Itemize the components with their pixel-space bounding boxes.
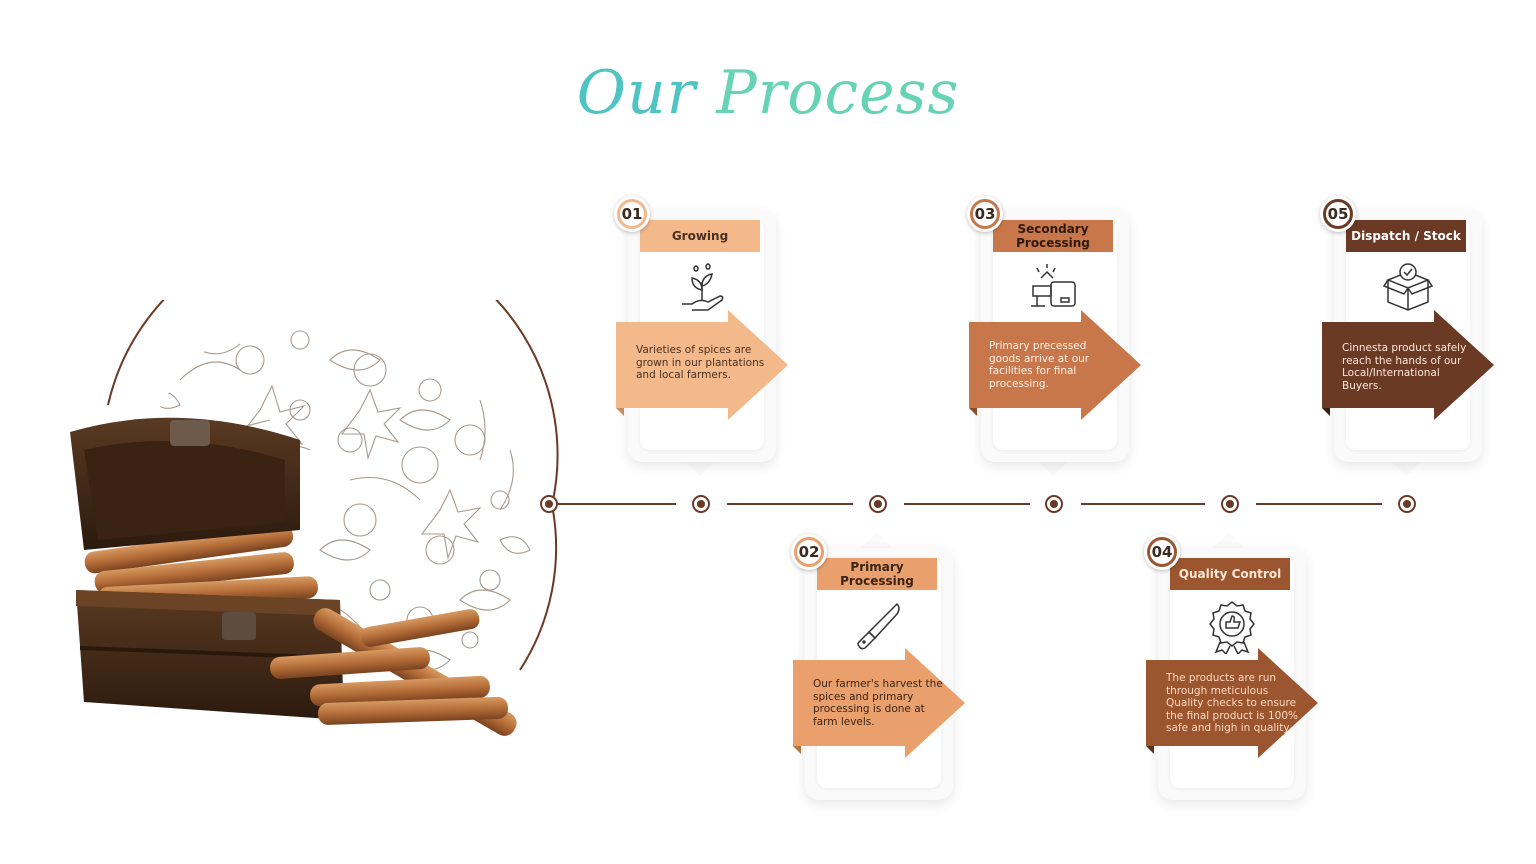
step-number: 02 bbox=[798, 543, 820, 561]
timeline-segment-5 bbox=[1256, 503, 1382, 505]
description-arrow bbox=[616, 310, 788, 420]
description-arrow bbox=[793, 648, 965, 758]
step-number-badge: 04 bbox=[1144, 534, 1180, 570]
step-number: 05 bbox=[1327, 205, 1349, 223]
timeline-segment-1 bbox=[558, 503, 676, 505]
process-step-card-2: Primary Processing 02 Our farmer's harve… bbox=[791, 534, 965, 800]
step-description: Varieties of spices are grown in our pla… bbox=[636, 344, 765, 381]
plant-in-hand-icon bbox=[682, 263, 724, 311]
card-pointer-5 bbox=[1390, 460, 1422, 476]
quality-badge-icon bbox=[1209, 601, 1255, 654]
card-pointer-2 bbox=[861, 532, 893, 548]
step-number: 01 bbox=[621, 205, 643, 223]
step-number-badge: 05 bbox=[1320, 196, 1356, 232]
card-pointer-3 bbox=[1037, 460, 1069, 476]
spice-chest-illustration bbox=[70, 300, 559, 736]
step-number: 03 bbox=[974, 205, 996, 223]
timeline-node-5 bbox=[1398, 495, 1416, 513]
card-pointer-4 bbox=[1213, 532, 1245, 548]
step-description: Our farmer's harvest the spices and prim… bbox=[813, 678, 943, 728]
timeline-node-4 bbox=[1221, 495, 1239, 513]
step-description: Primary precessed goods arrive at our fa… bbox=[989, 340, 1090, 390]
description-arrow bbox=[969, 310, 1141, 420]
card-pointer-1 bbox=[684, 460, 716, 476]
step-title: Secondary Processing bbox=[993, 220, 1113, 252]
step-number: 04 bbox=[1151, 543, 1173, 561]
page-title: Our Process bbox=[0, 58, 1536, 128]
step-title: Dispatch / Stock bbox=[1346, 220, 1466, 252]
process-step-card-4: Quality Control 04 The products are run … bbox=[1144, 534, 1318, 800]
step-title: Growing bbox=[640, 220, 760, 252]
process-step-card-1: Growing 01 Varieties of spices are grown… bbox=[614, 196, 788, 462]
process-step-card-3: Secondary Processing 03 Primary precesse… bbox=[967, 196, 1141, 462]
package-box-icon bbox=[1382, 263, 1434, 311]
step-description: Cinnesta product safely reach the hands … bbox=[1342, 342, 1467, 392]
description-arrow bbox=[1146, 648, 1318, 758]
description-arrow bbox=[1322, 310, 1494, 420]
timeline-segment-2 bbox=[727, 503, 853, 505]
process-step-card-5: Dispatch / Stock 05 Cinnesta product saf… bbox=[1320, 196, 1494, 462]
knife-icon bbox=[857, 602, 900, 650]
page-title-word-2: Process bbox=[716, 58, 960, 128]
timeline-segment-3 bbox=[904, 503, 1030, 505]
page-title-word-1: Our bbox=[576, 58, 697, 128]
step-description: The products are run through meticulous … bbox=[1166, 672, 1298, 734]
step-number-badge: 01 bbox=[614, 196, 650, 232]
grinder-machine-icon bbox=[1031, 264, 1076, 307]
timeline-segment-4 bbox=[1081, 503, 1205, 505]
step-title: Primary Processing bbox=[817, 558, 937, 590]
timeline-node-2 bbox=[869, 495, 887, 513]
timeline-node-3 bbox=[1045, 495, 1063, 513]
step-title: Quality Control bbox=[1170, 558, 1290, 590]
timeline-node-1 bbox=[692, 495, 710, 513]
timeline-start-node bbox=[540, 495, 558, 513]
step-number-badge: 02 bbox=[791, 534, 827, 570]
step-number-badge: 03 bbox=[967, 196, 1003, 232]
